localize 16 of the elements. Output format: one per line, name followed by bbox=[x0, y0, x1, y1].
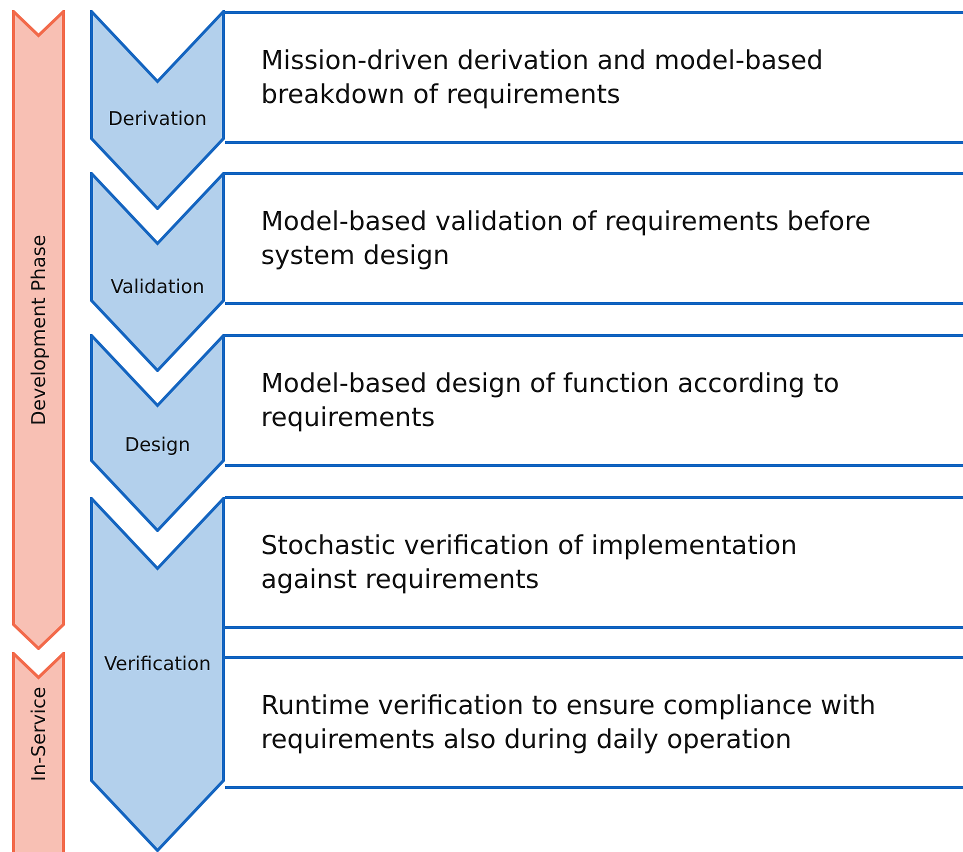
description-text: Model-based design of function according to requirements bbox=[261, 368, 840, 435]
phase-label: Verification bbox=[103, 653, 212, 675]
description-box bbox=[225, 11, 963, 144]
description-box bbox=[225, 656, 963, 789]
description-box bbox=[225, 334, 963, 467]
phase-label: Development Phase bbox=[28, 234, 50, 426]
description-box bbox=[225, 172, 963, 305]
description-text: Mission-driven derivation and model-based breakdown of requirements bbox=[261, 45, 824, 112]
phase-label: Derivation bbox=[107, 108, 208, 130]
description-box bbox=[225, 496, 963, 629]
description-text: Runtime verification to ensure compliance with requirements also during daily operation bbox=[261, 690, 877, 757]
phase-label: Design bbox=[124, 434, 192, 456]
description-text: Stochastic verification of implementation against requirements bbox=[261, 530, 798, 597]
description-text: Model-based validation of requirements before system design bbox=[261, 206, 872, 273]
phase-label: Validation bbox=[110, 276, 206, 298]
phase-label: In-Service bbox=[28, 686, 50, 782]
